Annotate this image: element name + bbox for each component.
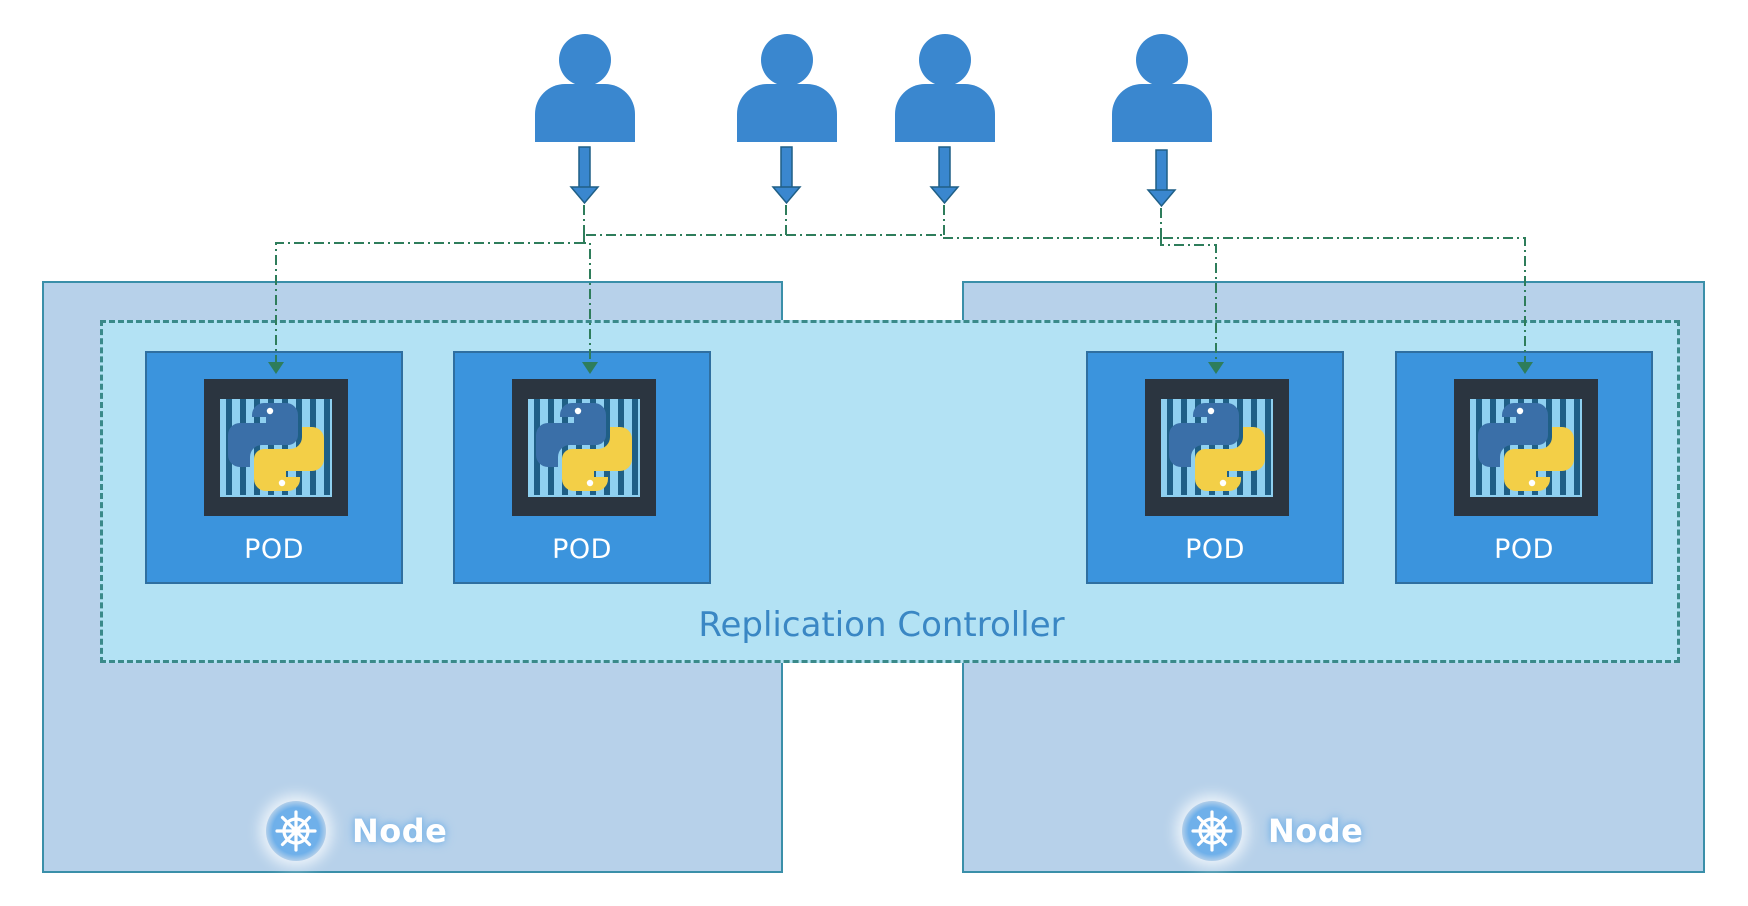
pod-label: POD (1494, 534, 1554, 565)
pod-label: POD (1185, 534, 1245, 565)
pod: POD (1086, 351, 1344, 584)
user-icon (895, 34, 995, 142)
python-container-icon (1454, 379, 1598, 516)
pod-label: POD (552, 534, 612, 565)
user-icon (535, 34, 635, 142)
kubernetes-helm-icon (266, 801, 326, 861)
pod-label: POD (244, 534, 304, 565)
node-label-group: Node (266, 801, 448, 861)
user-arrow (771, 146, 802, 205)
node-label: Node (1268, 812, 1364, 850)
pod: POD (453, 351, 711, 584)
user-icon (1112, 34, 1212, 142)
pod: POD (1395, 351, 1653, 584)
python-container-icon (204, 379, 348, 516)
user-arrow (569, 146, 600, 205)
node-label-group: Node (1182, 801, 1364, 861)
python-container-icon (512, 379, 656, 516)
user-arrow (1146, 149, 1177, 208)
user-arrow (929, 146, 960, 205)
kubernetes-helm-icon (1182, 801, 1242, 861)
user-icon (737, 34, 837, 142)
python-container-icon (1145, 379, 1289, 516)
pod: POD (145, 351, 403, 584)
replication-controller-label: Replication Controller (698, 605, 1065, 645)
node-label: Node (352, 812, 448, 850)
